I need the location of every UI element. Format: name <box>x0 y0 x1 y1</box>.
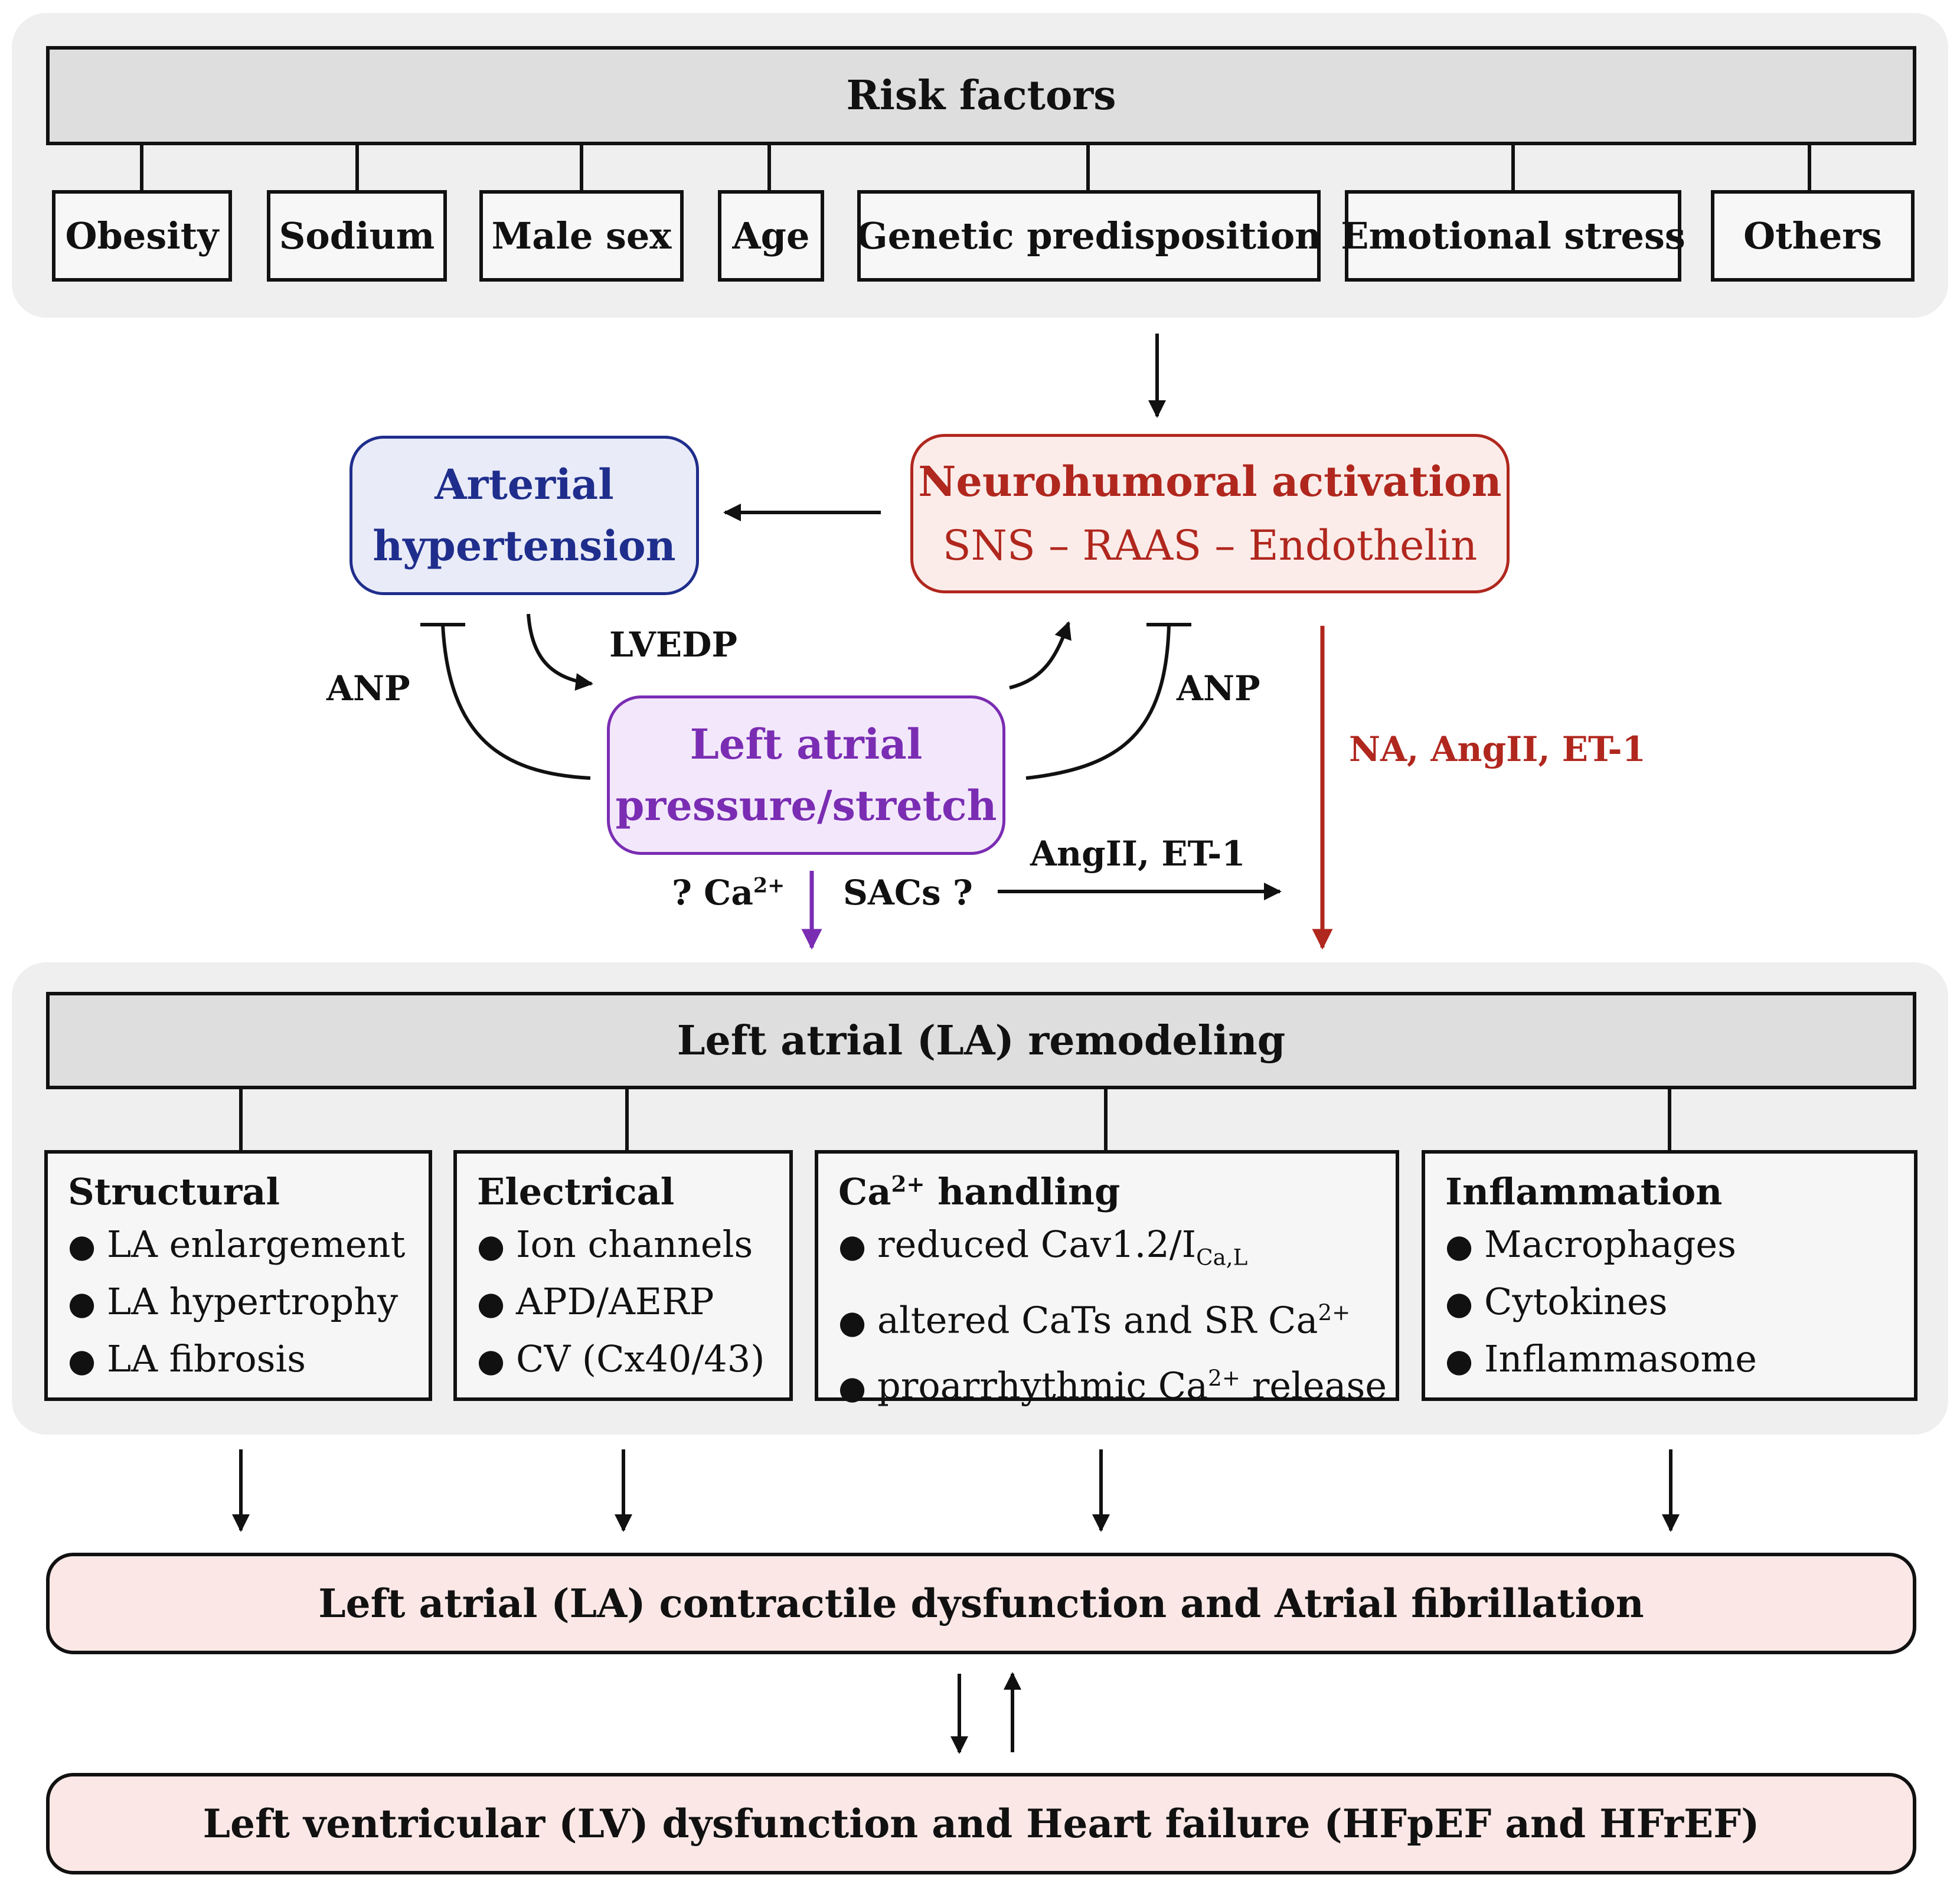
structural-list: ●LA enlargement ●LA hypertrophy ●LA fibr… <box>68 1217 429 1389</box>
list-item: ●LA enlargement <box>68 1223 406 1266</box>
inflammation-item: Inflammasome <box>1484 1337 1757 1380</box>
label-angii-et1: AngII, ET-1 <box>1030 834 1246 874</box>
electrical-item: CV (Cx40/43) <box>516 1337 765 1380</box>
electrical-box: Electrical ●Ion channels ●APD/AERP ●CV (… <box>453 1150 793 1401</box>
left-atrial-line2: pressure/stretch <box>615 781 997 830</box>
list-item: ●APD/AERP <box>477 1280 714 1323</box>
inflammation-item: Cytokines <box>1484 1280 1668 1323</box>
label-anp-left: ANP <box>326 668 410 708</box>
hypertension-line1: Arterial <box>435 460 614 509</box>
arrow-lvedp <box>527 613 593 691</box>
lv-dysfunction-bar: Left ventricular (LV) dysfunction and He… <box>46 1773 1916 1874</box>
list-item: ●LA fibrosis <box>68 1337 306 1380</box>
inflammation-list: ●Macrophages ●Cytokines ●Inflammasome <box>1445 1217 1914 1389</box>
ca-title-base: Ca <box>838 1170 891 1213</box>
structural-item: LA hypertrophy <box>107 1280 398 1323</box>
inflammation-title: Inflammation <box>1445 1170 1723 1213</box>
ca-item1-sub: Ca,L <box>1196 1244 1248 1271</box>
risk-factor-age: Age <box>718 190 824 282</box>
arrow-la-to-neuro <box>1009 621 1072 690</box>
remodeling-header: Left atrial (LA) remodeling <box>46 992 1916 1089</box>
list-item: ●proarrhythmic Ca2+ release <box>838 1364 1387 1407</box>
list-item: ●altered CaTs and SR Ca2+ <box>838 1299 1351 1343</box>
electrical-item: APD/AERP <box>516 1280 714 1323</box>
inflammation-box: Inflammation ●Macrophages ●Cytokines ●In… <box>1422 1150 1917 1401</box>
structural-item: LA fibrosis <box>107 1337 306 1380</box>
list-item: ●Macrophages <box>1445 1223 1736 1266</box>
risk-factors-header: Risk factors <box>46 46 1916 145</box>
ca-item3-rest: release <box>1240 1364 1387 1407</box>
ca-handling-title: Ca2+ handling <box>838 1170 1396 1213</box>
ca-handling-box: Ca2+ handling ●reduced Cav1.2/ICa,L ●alt… <box>815 1150 1399 1407</box>
hypertension-line2: hypertension <box>373 521 676 570</box>
risk-factor-male-sex: Male sex <box>479 190 684 282</box>
risk-factor-obesity: Obesity <box>52 190 232 282</box>
label-lvedp: LVEDP <box>609 625 738 665</box>
structural-item: LA enlargement <box>107 1223 406 1266</box>
structural-title: Structural <box>68 1170 280 1213</box>
risk-factor-emotional-stress: Emotional stress <box>1341 190 1685 282</box>
risk-factor-genetic-predisposition: Genetic predisposition <box>857 190 1321 282</box>
left-atrial-pressure-node: Left atrial pressure/stretch <box>607 695 1005 855</box>
ca-item1-text: reduced Cav1.2/I <box>877 1223 1197 1266</box>
list-item: ●CV (Cx40/43) <box>477 1337 765 1380</box>
ca-item3-text: proarrhythmic Ca <box>877 1364 1208 1407</box>
list-item: ●Ion channels <box>477 1223 753 1266</box>
electrical-title: Electrical <box>477 1170 675 1213</box>
neurohumoral-line1: Neurohumoral activation <box>918 457 1502 506</box>
inhibit-anp-left <box>441 624 591 780</box>
label-sacs: SACs ? <box>843 873 973 913</box>
label-na-angii-et1: NA, AngII, ET-1 <box>1349 729 1646 769</box>
neurohumoral-activation-node: Neurohumoral activation SNS – RAAS – End… <box>910 434 1510 593</box>
list-item: ●Cytokines <box>1445 1280 1668 1323</box>
left-atrial-line1: Left atrial <box>690 720 923 769</box>
ca-handling-list: ●reduced Cav1.2/ICa,L ●altered CaTs and … <box>838 1217 1396 1416</box>
ca-item3-sup: 2+ <box>1208 1365 1240 1392</box>
label-ca-sup: 2+ <box>753 873 785 898</box>
label-ca-text: ? Ca <box>672 873 753 913</box>
ca-title-rest: handling <box>925 1170 1121 1213</box>
list-item: ●Inflammasome <box>1445 1337 1757 1380</box>
electrical-item: Ion channels <box>516 1223 753 1266</box>
neurohumoral-line2: SNS – RAAS – Endothelin <box>942 521 1478 570</box>
list-item: ●LA hypertrophy <box>68 1280 398 1323</box>
label-anp-right: ANP <box>1177 668 1260 708</box>
ca-title-sup: 2+ <box>891 1171 925 1197</box>
label-ca: ? Ca2+ <box>672 873 785 913</box>
electrical-list: ●Ion channels ●APD/AERP ●CV (Cx40/43) <box>477 1217 789 1389</box>
risk-factor-others: Others <box>1711 190 1915 282</box>
ca-item2-sup: 2+ <box>1318 1299 1351 1326</box>
arterial-hypertension-node: Arterial hypertension <box>349 436 699 595</box>
ca-item2-text: altered CaTs and SR Ca <box>877 1299 1318 1343</box>
inflammation-item: Macrophages <box>1484 1223 1736 1266</box>
la-dysfunction-bar: Left atrial (LA) contractile dysfunction… <box>46 1553 1916 1654</box>
risk-factor-sodium: Sodium <box>267 190 447 282</box>
list-item: ●reduced Cav1.2/ICa,L <box>838 1223 1248 1271</box>
structural-box: Structural ●LA enlargement ●LA hypertrop… <box>44 1150 432 1401</box>
inhibit-anp-right <box>1025 624 1171 780</box>
